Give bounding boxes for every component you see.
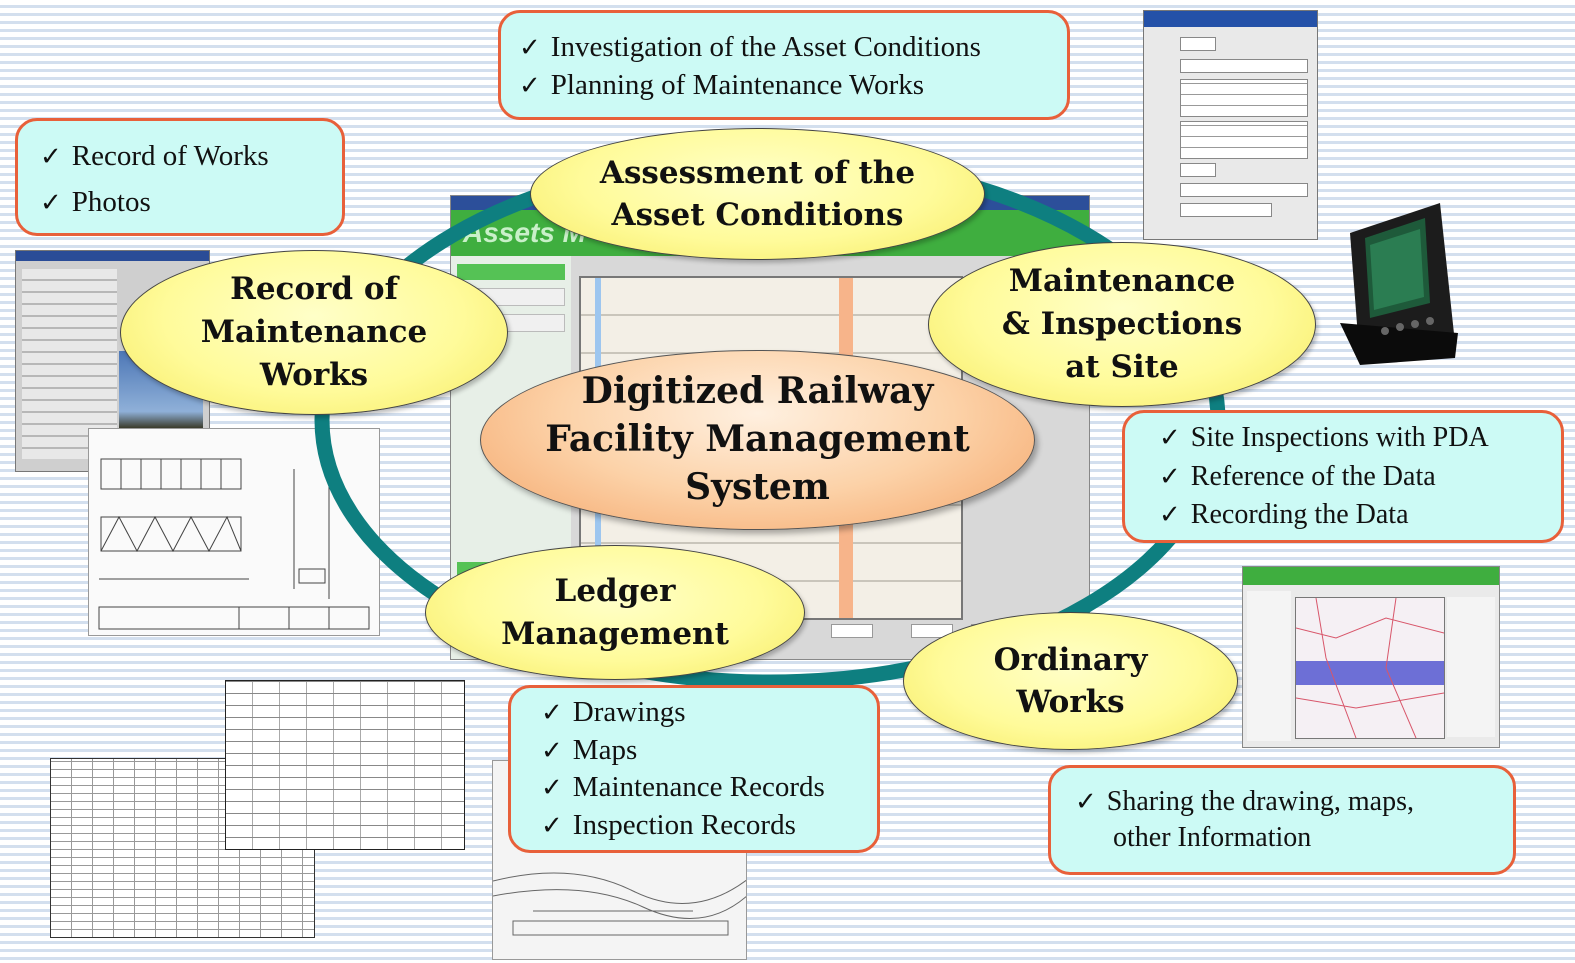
callout-assessment-item-1: Investigation of the Asset Conditions — [519, 29, 1049, 67]
node-record-maintenance: Record of Maintenance Works — [120, 250, 508, 415]
callout-site-item-3: Recording the Data — [1159, 496, 1547, 535]
table-sheet-front — [225, 680, 465, 850]
callout-assessment: Investigation of the Asset Conditions Pl… — [498, 10, 1070, 120]
node-maintenance-line-3: at Site — [1065, 348, 1179, 385]
node-maintenance-line-1: Maintenance — [1008, 263, 1236, 300]
pda-device-icon — [1340, 203, 1458, 365]
node-ordinary: Ordinary Works — [903, 612, 1238, 750]
callout-ledger-item-1: Drawings — [541, 694, 863, 732]
node-maintenance-inspections: Maintenance & Inspections at Site — [928, 242, 1316, 407]
node-assessment-line-1: Assessment of the — [599, 154, 916, 191]
callout-record: Record of Works Photos — [15, 118, 345, 236]
node-ledger: Ledger Management — [425, 545, 805, 680]
callout-ledger-item-4: Inspection Records — [541, 807, 863, 845]
callout-sharing-line-1: Sharing the drawing, maps, — [1075, 784, 1493, 820]
node-ledger-line-1: Ledger — [554, 573, 676, 610]
callout-assessment-item-2: Planning of Maintenance Works — [519, 67, 1049, 105]
callout-ledger-item-3: Maintenance Records — [541, 769, 863, 807]
node-ledger-line-2: Management — [501, 615, 729, 652]
callout-ledger: Drawings Maps Maintenance Records Inspec… — [508, 685, 880, 853]
node-assessment: Assessment of the Asset Conditions — [530, 128, 985, 260]
callout-sharing: Sharing the drawing, maps, other Informa… — [1048, 765, 1516, 875]
center-line-1: Digitized Railway — [581, 370, 934, 413]
center-line-3: System — [685, 465, 830, 508]
callout-ledger-item-2: Maps — [541, 732, 863, 770]
callout-site-item-1: Site Inspections with PDA — [1159, 419, 1547, 458]
node-assessment-line-2: Asset Conditions — [611, 197, 904, 233]
callout-site-item-2: Reference of the Data — [1159, 458, 1547, 497]
callout-record-item-2: Photos — [40, 179, 320, 225]
center-line-2: Facility Management — [545, 418, 970, 461]
pda-form-screenshot — [1143, 10, 1318, 240]
node-maintenance-line-2: & Inspections — [1001, 306, 1243, 343]
callout-sharing-line-2: other Information — [1113, 822, 1312, 854]
map-screen-right — [1242, 566, 1500, 748]
node-ordinary-line-1: Ordinary — [993, 641, 1148, 678]
callout-site: Site Inspections with PDA Reference of t… — [1122, 410, 1564, 543]
node-record-line-1: Record of — [230, 271, 398, 308]
center-system-ellipse: Digitized Railway Facility Management Sy… — [480, 350, 1035, 530]
node-record-line-3: Works — [259, 356, 369, 393]
node-record-line-2: Maintenance — [200, 314, 428, 351]
callout-record-item-1: Record of Works — [40, 133, 320, 179]
node-ordinary-line-2: Works — [1016, 684, 1125, 720]
